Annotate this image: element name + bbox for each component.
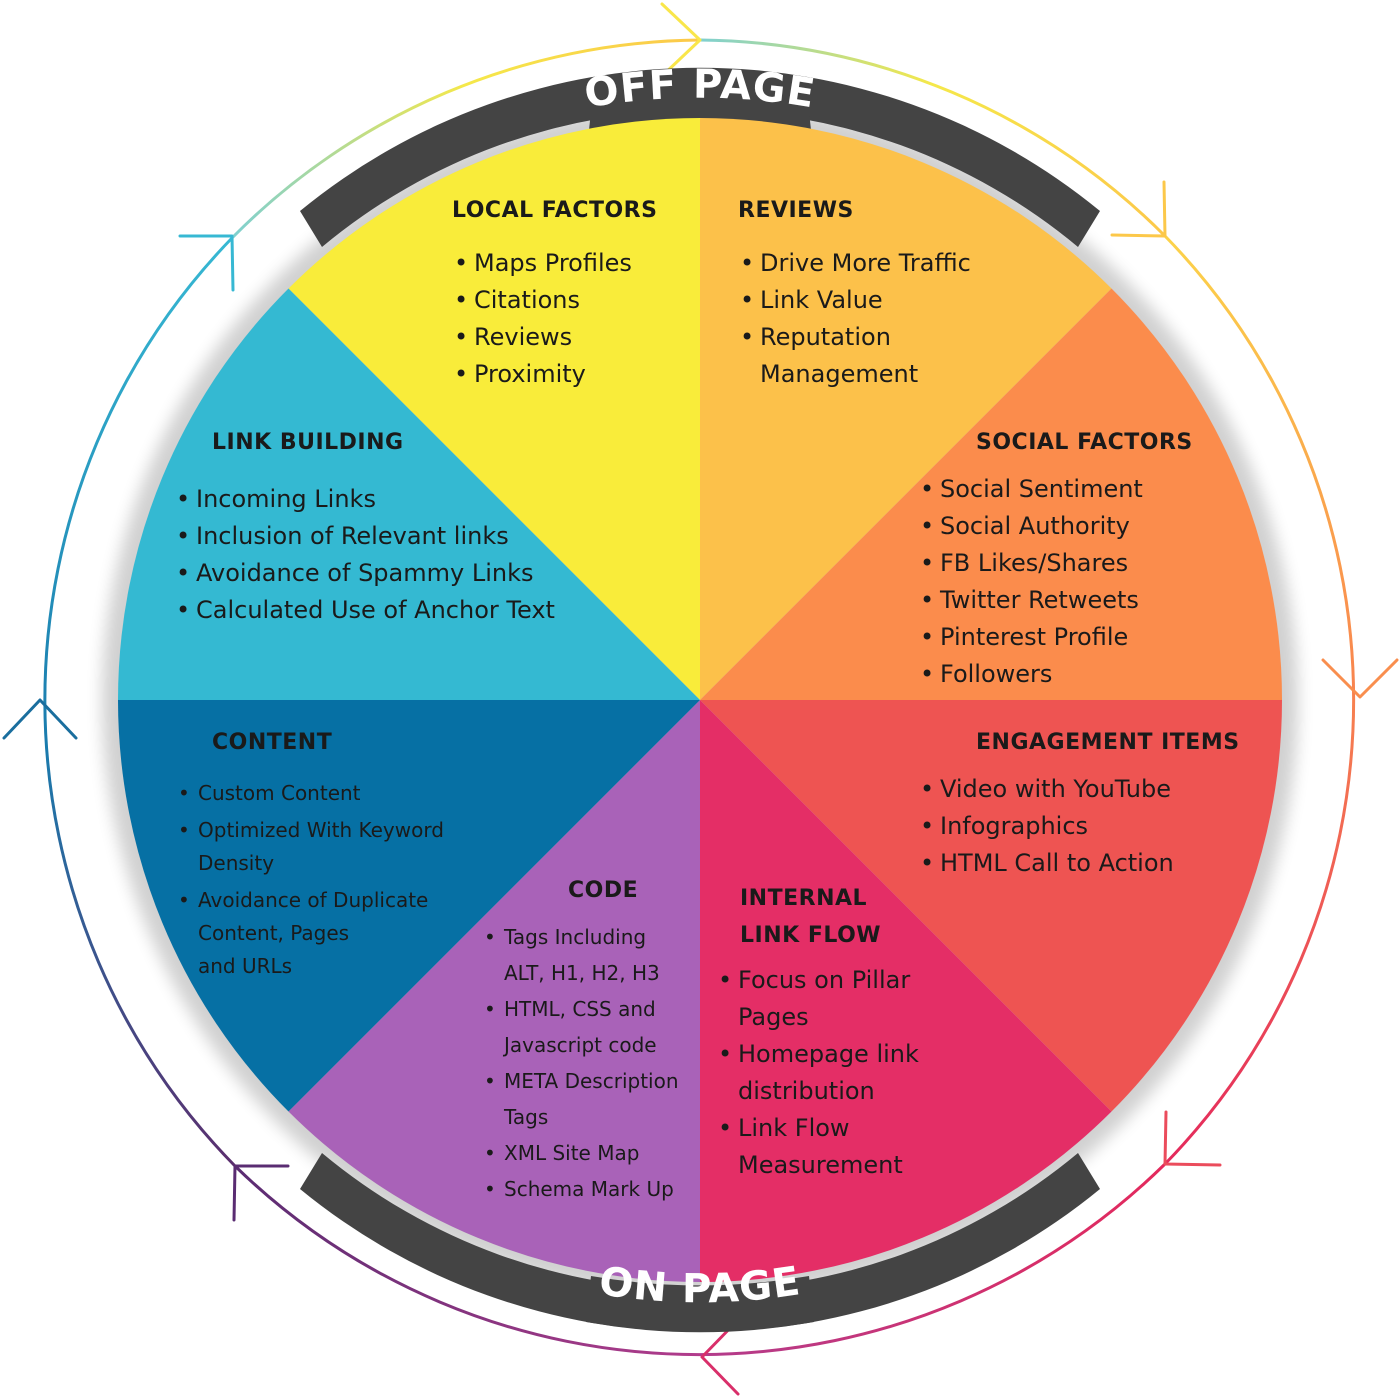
local-factors-list: Maps ProfilesCitationsReviewsProximity (452, 245, 657, 393)
panel-content: CONTENT Custom ContentOptimized With Key… (176, 730, 444, 987)
reviews-title: REVIEWS (738, 198, 854, 223)
bullet-item: Proximity (452, 356, 657, 393)
engagement-items-title: ENGAGEMENT ITEMS (976, 730, 1240, 755)
arrowhead-bottom-right (1163, 1110, 1222, 1167)
arrowhead-top-left (178, 234, 235, 292)
cycle-ring (43, 38, 1356, 1357)
bullet-item: XML Site Map (482, 1135, 679, 1171)
bullet-item: Drive More Traffic (738, 245, 971, 282)
content-title: CONTENT (212, 730, 333, 755)
bullet-item: Maps Profiles (452, 245, 657, 282)
band-bottom (300, 1153, 1100, 1333)
arrowhead-bottom (700, 1318, 740, 1396)
link-building-title: LINK BUILDING (212, 430, 404, 455)
ring-arc-bottom (233, 1162, 1167, 1357)
bullet-item: Incoming Links (174, 481, 555, 518)
ring-arc-right (1163, 234, 1356, 1166)
bullet-item: Twitter Retweets (918, 582, 1193, 619)
panel-social-factors: SOCIAL FACTORS Social SentimentSocial Au… (918, 430, 1193, 693)
bullet-item: Schema Mark Up (482, 1171, 679, 1207)
bullet-item: Link Value (738, 282, 971, 319)
panel-engagement-items: ENGAGEMENT ITEMS Video with YouTubeInfog… (918, 730, 1240, 882)
ring-arc-top-right (699, 38, 1167, 238)
bullet-item: Calculated Use of Anchor Text (174, 592, 555, 629)
panel-reviews: REVIEWS Drive More TrafficLink ValueRepu… (738, 198, 971, 393)
link-building-list: Incoming LinksInclusion of Relevant link… (174, 481, 555, 629)
bullet-item: Inclusion of Relevant links (174, 518, 555, 555)
arrowhead-bottom-left (232, 1164, 290, 1222)
bullet-item: Reviews (452, 319, 657, 356)
on-page-label: ON PAGE (596, 1258, 803, 1312)
bullet-item: Avoidance of Spammy Links (174, 555, 555, 592)
band-top-label-plate (589, 75, 811, 130)
band-bottom-label-plate (586, 1276, 814, 1332)
local-factors-title: LOCAL FACTORS (452, 198, 658, 223)
bullet-item: Video with YouTube (918, 771, 1240, 808)
social-factors-list: Social SentimentSocial AuthorityFB Likes… (918, 471, 1193, 693)
code-title: CODE (568, 878, 639, 903)
arrowhead-right (1321, 658, 1399, 699)
bullet-item: Citations (452, 282, 657, 319)
bullet-item: Infographics (918, 808, 1240, 845)
arrowhead-top (660, 2, 702, 78)
panel-local-factors: LOCAL FACTORS Maps ProfilesCitationsRevi… (452, 198, 657, 393)
bullet-item: Social Authority (918, 508, 1193, 545)
engagement-items-list: Video with YouTubeInfographicsHTML Call … (918, 771, 1240, 882)
arrowhead-left (2, 698, 78, 740)
bullet-item: Social Sentiment (918, 471, 1193, 508)
content-list: Custom ContentOptimized With KeywordDens… (176, 777, 444, 983)
ring-arc-top (230, 38, 701, 240)
band-top (300, 67, 1100, 247)
internal-link-flow-list: Focus on PillarPagesHomepage linkdistrib… (716, 962, 919, 1184)
bullet-item: HTML Call to Action (918, 845, 1240, 882)
social-factors-title: SOCIAL FACTORS (976, 430, 1193, 455)
panel-link-building: LINK BUILDING Incoming LinksInclusion of… (174, 430, 555, 629)
arrowhead-top-right (1110, 180, 1167, 238)
pie-segments (118, 118, 1282, 1282)
reviews-list: Drive More TrafficLink ValueReputationMa… (738, 245, 971, 393)
bullet-item: Followers (918, 656, 1193, 693)
bullet-item: Custom Content (176, 777, 444, 810)
ring-arc-left (43, 236, 237, 1168)
bullet-item: FB Likes/Shares (918, 545, 1193, 582)
bullet-item: Pinterest Profile (918, 619, 1193, 656)
